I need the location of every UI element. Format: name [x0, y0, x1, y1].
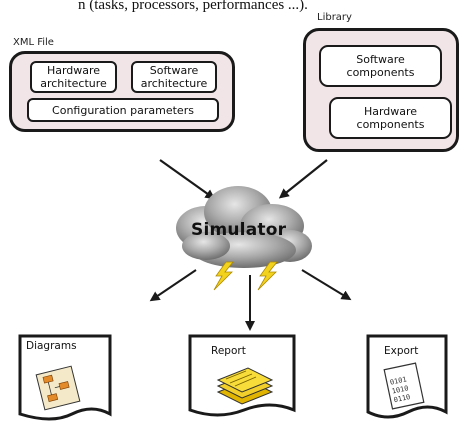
- cloud-icon: [176, 186, 312, 268]
- report-label: Report: [211, 345, 246, 357]
- software-architecture-text: Software architecture: [140, 64, 208, 90]
- hardware-architecture-text: Hardware architecture: [40, 64, 107, 90]
- software-architecture-box: Software architecture: [131, 61, 217, 93]
- hardware-architecture-box: Hardware architecture: [30, 61, 117, 93]
- arrow-library-to-simulator: [278, 159, 328, 199]
- software-components-text: Software components: [346, 53, 415, 79]
- arrow-xml-to-simulator: [159, 159, 216, 200]
- diagrams-label: Diagrams: [26, 340, 77, 352]
- export-icon: 0101 1010 0110: [383, 362, 425, 410]
- hardware-components-box: Hardware components: [329, 97, 452, 139]
- configuration-parameters-text: Configuration parameters: [52, 103, 194, 117]
- svg-text:0110: 0110: [393, 393, 411, 404]
- diagram-icon: [35, 365, 81, 411]
- caption-fragment: n (tasks, processors, performances ...).: [78, 0, 308, 13]
- svg-text:1010: 1010: [391, 384, 409, 395]
- report-icon: [216, 367, 274, 405]
- hardware-components-text: Hardware components: [356, 105, 425, 131]
- arrow-to-diagrams: [149, 269, 197, 302]
- svg-text:0101: 0101: [389, 375, 407, 386]
- library-label: Library: [317, 12, 352, 23]
- export-label: Export: [384, 345, 419, 357]
- xml-file-label: XML File: [13, 37, 54, 48]
- simulator-label: Simulator: [191, 220, 287, 240]
- lightning-icon: [213, 261, 278, 291]
- configuration-parameters-box: Configuration parameters: [27, 98, 219, 122]
- software-components-box: Software components: [319, 45, 442, 87]
- arrow-to-export: [301, 269, 352, 301]
